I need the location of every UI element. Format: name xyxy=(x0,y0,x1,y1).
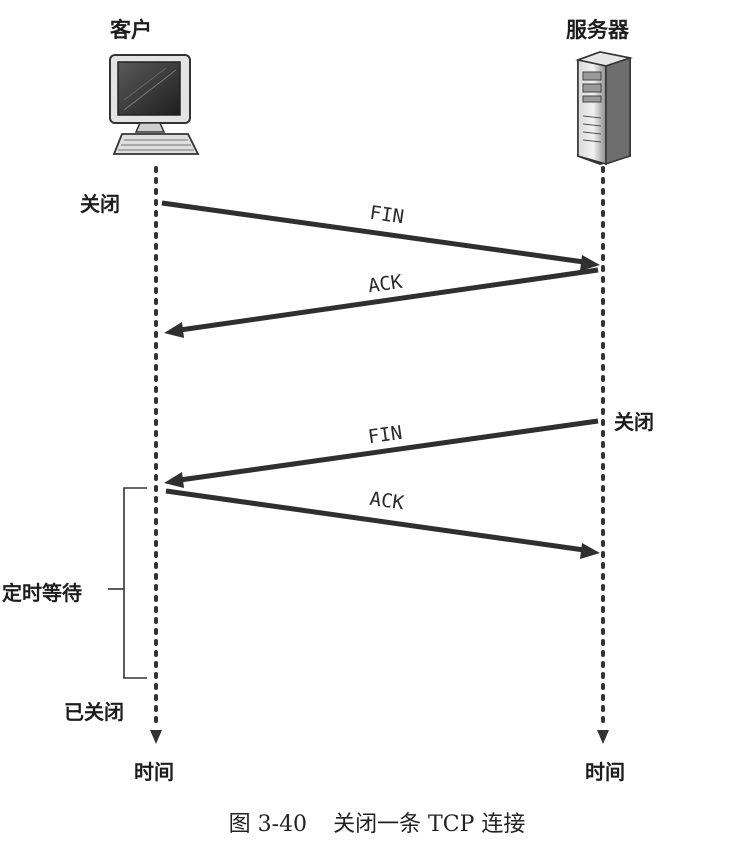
timed-wait-bracket xyxy=(123,487,147,679)
server-timeline-arrowhead xyxy=(597,730,609,744)
figure-number: 图 3-40 xyxy=(228,812,308,837)
message-label: FIN xyxy=(368,202,405,229)
server-tower-icon xyxy=(575,51,633,166)
server-label: 服务器 xyxy=(566,18,629,42)
message-ack-server-to-client: ACK xyxy=(164,267,599,338)
client-timeline-arrowhead xyxy=(150,730,162,744)
figure-title: 关闭一条 TCP 连接 xyxy=(333,812,526,837)
server-time-label: 时间 xyxy=(585,760,625,784)
client-time-label: 时间 xyxy=(134,760,174,784)
message-fin-client-to-server: FIN xyxy=(161,200,600,271)
closed-label: 已关闭 xyxy=(64,700,124,724)
client-label: 客户 xyxy=(110,18,152,42)
desktop-computer-icon xyxy=(109,54,200,155)
message-label: FIN xyxy=(367,422,404,449)
figure-caption: 图 3-40 关闭一条 TCP 连接 xyxy=(0,806,754,838)
timed-wait-label: 定时等待 xyxy=(2,581,82,605)
client-close-label: 关闭 xyxy=(80,192,120,216)
server-close-label: 关闭 xyxy=(614,410,654,434)
message-ack-client-to-server: ACK xyxy=(165,488,600,559)
message-label: ACK xyxy=(368,488,406,515)
message-fin-server-to-client: FIN xyxy=(164,418,599,488)
message-label: ACK xyxy=(367,271,405,298)
